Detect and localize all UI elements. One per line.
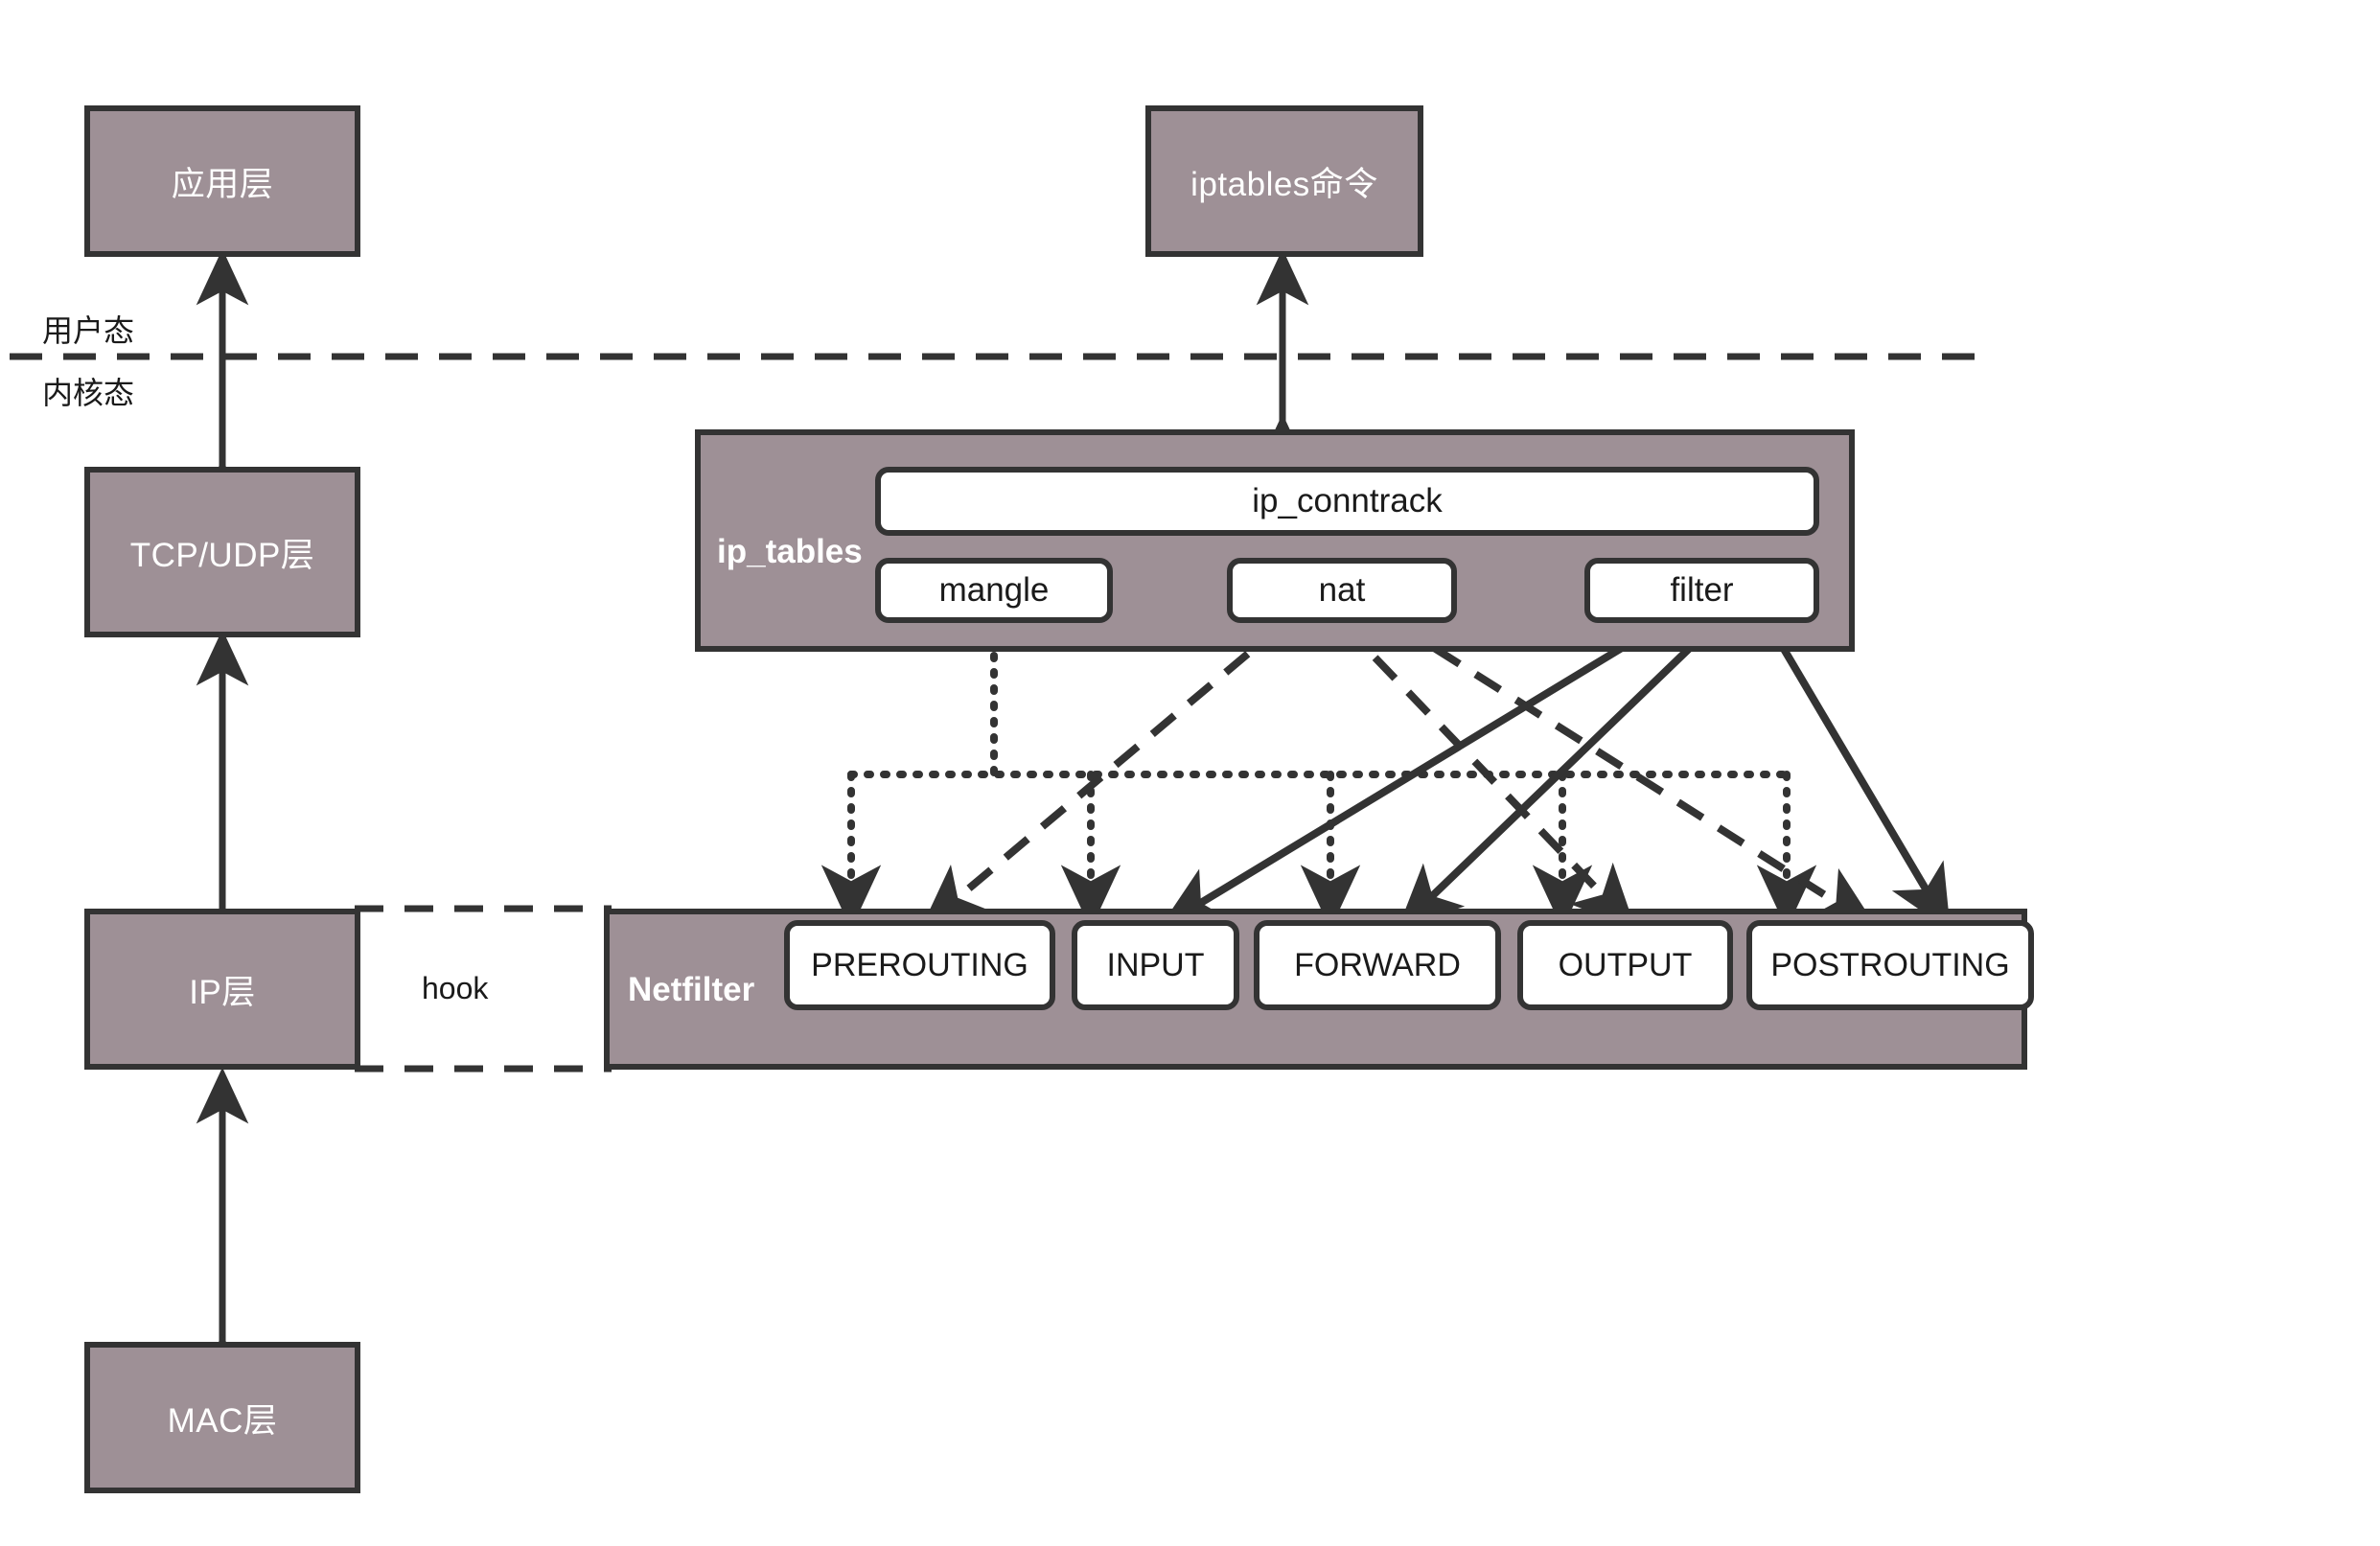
table-label-nat: nat	[1318, 571, 1366, 609]
nat-to-postrouting	[1392, 619, 1878, 929]
layer-label-mac: MAC层	[167, 1401, 278, 1440]
layer-box-ip[interactable]: IP层	[84, 909, 360, 1070]
hook-box-postrouting[interactable]: POSTROUTING	[1746, 920, 2034, 1010]
hook-label-input: INPUT	[1106, 946, 1205, 983]
hook-box-forward[interactable]: FORWARD	[1254, 920, 1501, 1010]
nat-to-output	[1339, 620, 1636, 930]
hook-label-forward: FORWARD	[1294, 946, 1461, 983]
filter-to-forward	[1398, 620, 1719, 930]
layer-label-application: 应用层	[171, 165, 274, 203]
table-label-filter: filter	[1670, 571, 1734, 609]
netfilter-label: Netfilter	[628, 971, 755, 1008]
hook-box-input[interactable]: INPUT	[1072, 920, 1239, 1010]
label-hook: hook	[422, 971, 489, 1005]
hook-box-output[interactable]: OUTPUT	[1517, 920, 1733, 1010]
table-box-mangle[interactable]: mangle	[875, 558, 1113, 623]
hook-label-postrouting: POSTROUTING	[1770, 946, 2010, 983]
iptables-command-label: iptables命令	[1190, 165, 1378, 203]
iptables-command-box[interactable]: iptables命令	[1145, 105, 1423, 257]
filter-to-postrouting	[1765, 620, 1951, 932]
layer-box-mac[interactable]: MAC层	[84, 1342, 360, 1493]
hook-label-prerouting: PREROUTING	[811, 946, 1028, 983]
hook-box-prerouting[interactable]: PREROUTING	[784, 920, 1055, 1010]
table-label-mangle: mangle	[938, 571, 1050, 609]
layer-label-transport: TCP/UDP层	[129, 536, 315, 574]
ip-conntrack-label: ip_conntrack	[1252, 482, 1443, 519]
label-kernel-mode: 内核态	[42, 376, 135, 410]
filter-to-input	[1159, 619, 1666, 928]
ip-conntrack-box[interactable]: ip_conntrack	[875, 467, 1819, 536]
layer-box-transport[interactable]: TCP/UDP层	[84, 467, 360, 637]
hook-label-output: OUTPUT	[1558, 946, 1693, 983]
label-user-mode: 用户态	[42, 313, 135, 348]
nat-to-prerouting	[920, 619, 1287, 930]
layer-label-ip: IP层	[189, 973, 256, 1011]
layer-box-application[interactable]: 应用层	[84, 105, 360, 257]
table-box-nat[interactable]: nat	[1227, 558, 1457, 623]
ip-tables-label: ip_tables	[717, 533, 863, 570]
table-box-filter[interactable]: filter	[1584, 558, 1819, 623]
